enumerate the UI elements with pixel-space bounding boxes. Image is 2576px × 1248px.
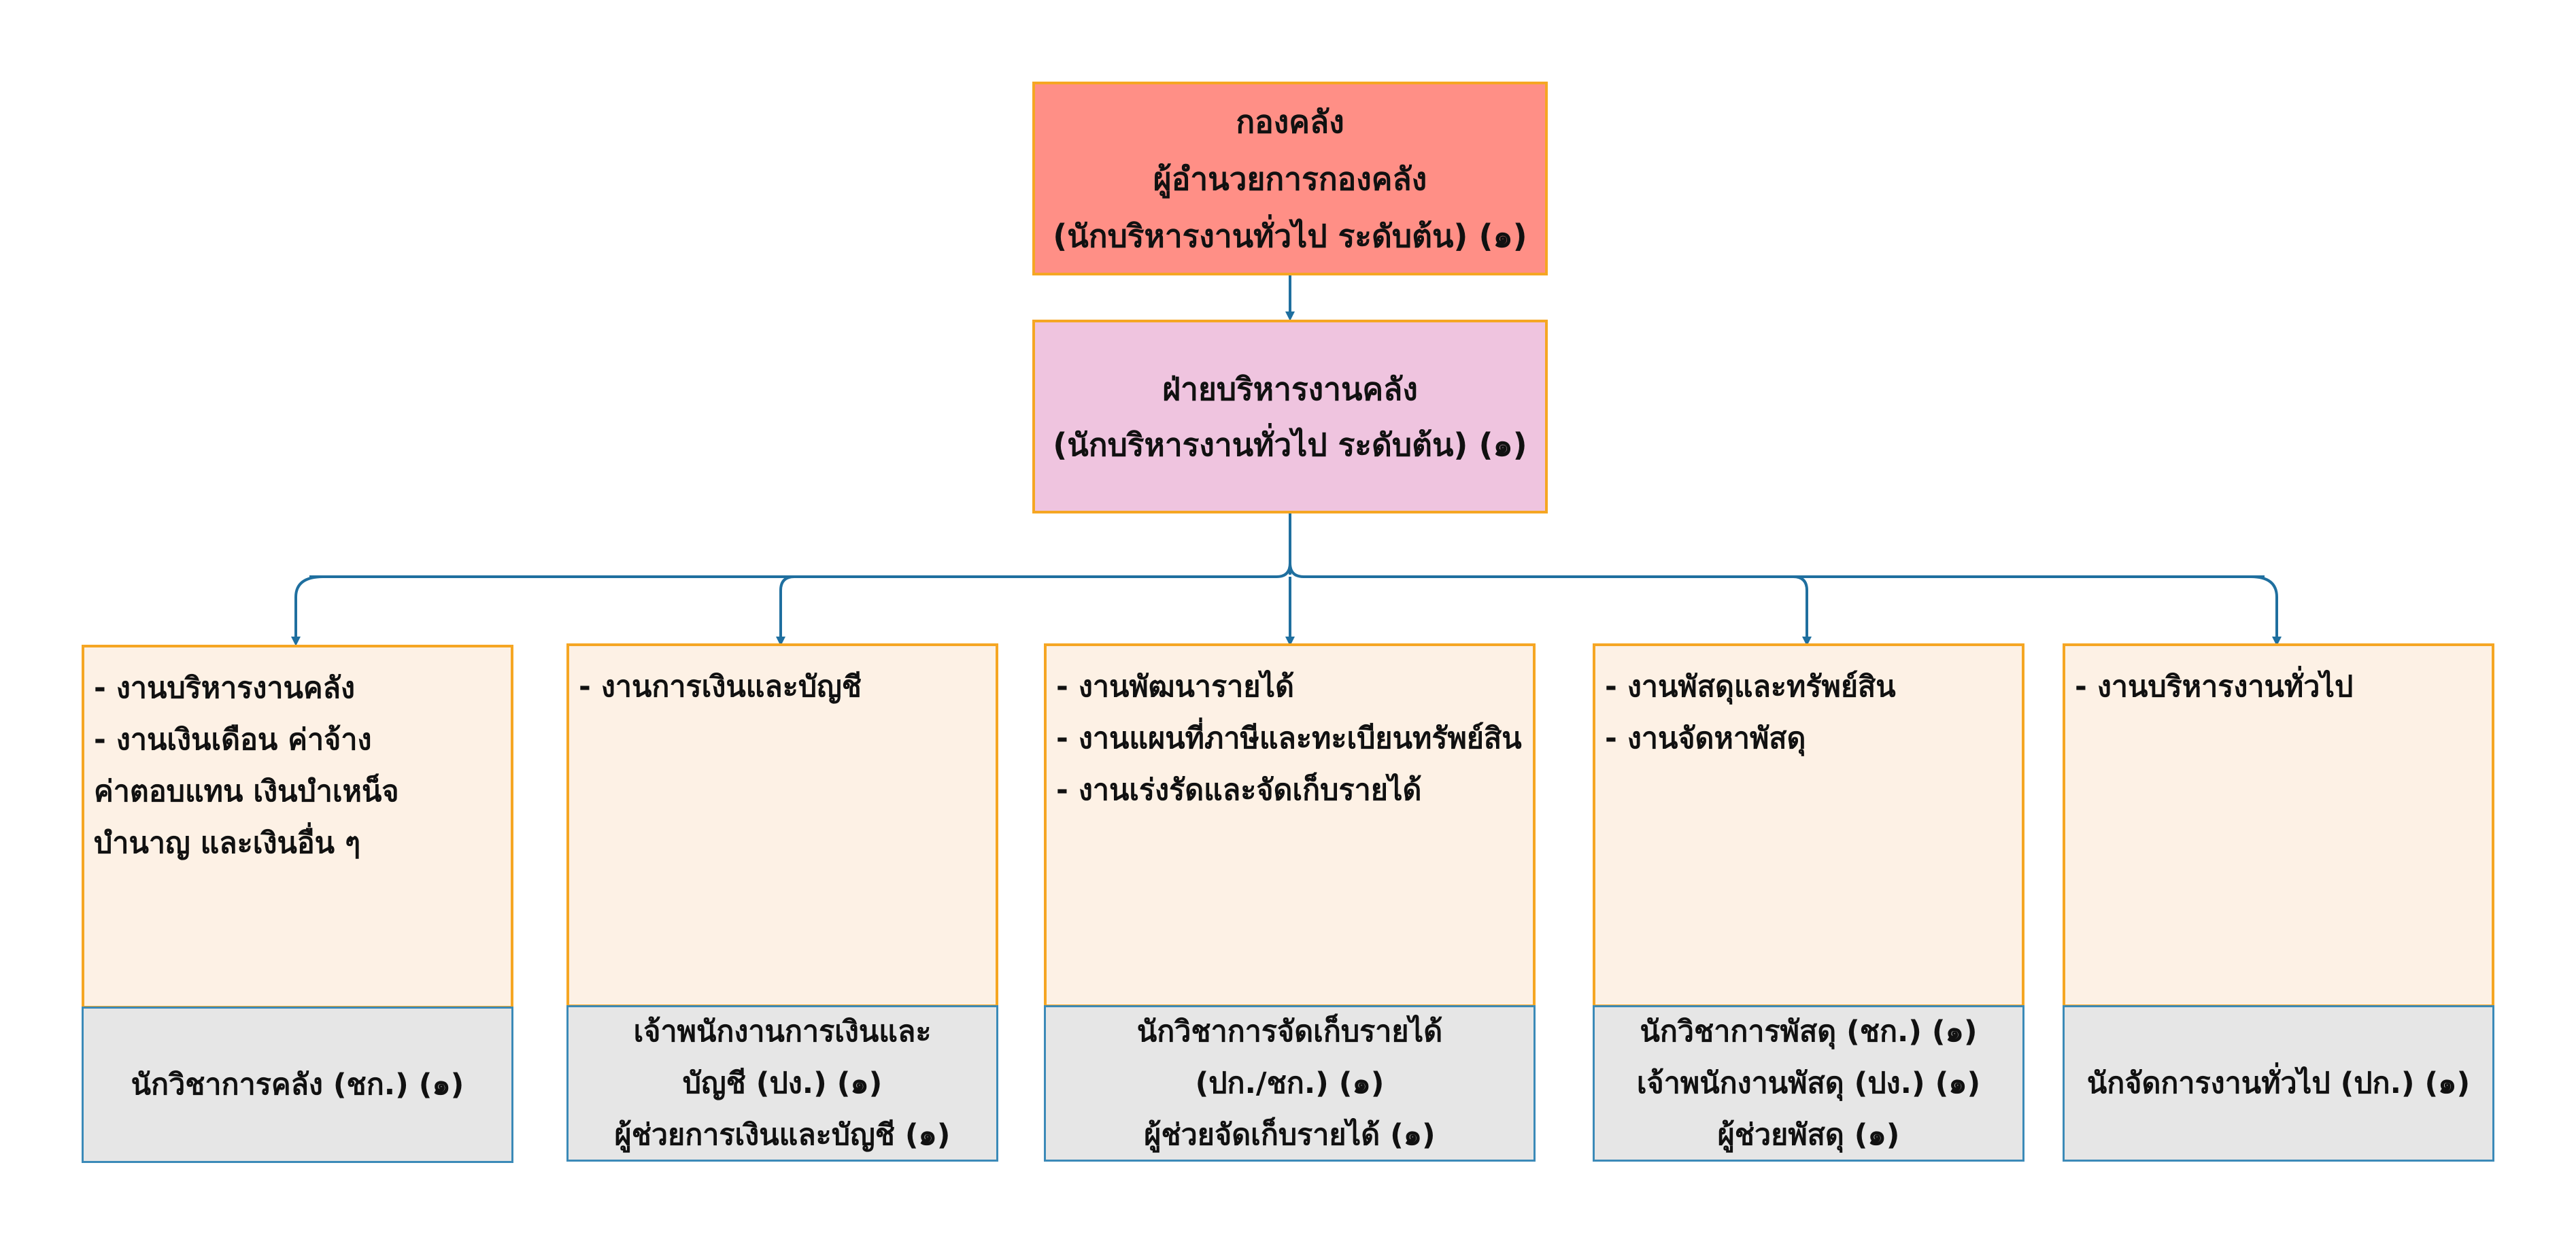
department-box-1: - งานบริหารงานคลัง - งานเงินเดือน ค่าจ้า… bbox=[82, 645, 513, 1009]
department-box-2: - งานการเงินและบัญชี bbox=[566, 643, 998, 1007]
connector-branch-1 bbox=[291, 575, 324, 646]
department-box-4: - งานพัสดุและทรัพย์สิน - งานจัดหาพัสดุ bbox=[1593, 643, 2024, 1007]
staff-box-1: นักวิชาการคลัง (ชก.) (๑) bbox=[82, 1007, 513, 1163]
duty-line: - งานจัดหาพัสดุ bbox=[1605, 722, 1806, 756]
duty-line: ค่าตอบแทน เงินบำเหน็จ bbox=[94, 775, 399, 809]
finance-admin-section-box: ฝ่ายบริหารงานคลัง (นักบริหารงานทั่วไป ระ… bbox=[1032, 320, 1548, 513]
department-box-3: - งานพัฒนารายได้ - งานแผนที่ภาษีและทะเบี… bbox=[1044, 643, 1536, 1007]
staff-line: นักจัดการงานทั่วไป (ปก.) (๑) bbox=[2086, 1066, 2471, 1100]
staff-line: นักวิชาการคลัง (ชก.) (๑) bbox=[131, 1068, 464, 1102]
duty-line: - งานเร่งรัดและจัดเก็บรายได้ bbox=[1056, 773, 1422, 807]
duty-line: - งานแผนที่ภาษีและทะเบียนทรัพย์สิน bbox=[1056, 722, 1522, 756]
duty-line: - งานเงินเดือน ค่าจ้าง bbox=[94, 723, 372, 757]
duty-line: - งานบริหารงานทั่วไป bbox=[2075, 670, 2354, 704]
department-box-5: - งานบริหารงานทั่วไป bbox=[2063, 643, 2494, 1007]
duty-line: - งานพัสดุและทรัพย์สิน bbox=[1605, 670, 1896, 704]
second-line-2: (นักบริหารงานทั่วไป ระดับต้น) (๑) bbox=[1053, 426, 1527, 463]
connector-bus bbox=[309, 562, 2265, 578]
staff-line: นักวิชาการจัดเก็บรายได้ bbox=[1136, 1015, 1443, 1049]
staff-line: ผู้ช่วยพัสดุ (๑) bbox=[1717, 1118, 1900, 1152]
connector-branch-5 bbox=[2250, 575, 2282, 646]
staff-line: เจ้าพนักงานการเงินและ bbox=[633, 1015, 932, 1049]
second-line-1: ฝ่ายบริหารงานคลัง bbox=[1162, 370, 1418, 407]
staff-box-2: เจ้าพนักงานการเงินและ บัญชี (ปง.) (๑) ผู… bbox=[566, 1005, 998, 1162]
connector-branch-2 bbox=[776, 575, 795, 646]
duty-line: - งานบริหารงานคลัง bbox=[94, 671, 355, 705]
connector-branch-4 bbox=[1793, 575, 1812, 646]
top-line-3: (นักบริหารงานทั่วไป ระดับต้น) (๑) bbox=[1053, 217, 1527, 254]
staff-box-4: นักวิชาการพัสดุ (ชก.) (๑) เจ้าพนักงานพัส… bbox=[1593, 1005, 2024, 1162]
staff-line: เจ้าพนักงานพัสดุ (ปง.) (๑) bbox=[1636, 1066, 1981, 1100]
top-line-1: กองคลัง bbox=[1236, 103, 1344, 140]
staff-box-3: นักวิชาการจัดเก็บรายได้ (ปก./ชก.) (๑) ผู… bbox=[1044, 1005, 1536, 1162]
staff-line: ผู้ช่วยจัดเก็บรายได้ (๑) bbox=[1144, 1118, 1436, 1152]
top-line-2: ผู้อำนวยการกองคลัง bbox=[1153, 160, 1427, 197]
staff-line: บัญชี (ปง.) (๑) bbox=[682, 1066, 883, 1100]
staff-line: ผู้ช่วยการเงินและบัญชี (๑) bbox=[614, 1118, 951, 1152]
staff-line: นักวิชาการพัสดุ (ชก.) (๑) bbox=[1640, 1015, 1978, 1049]
duty-line: - งานพัฒนารายได้ bbox=[1056, 670, 1295, 704]
duty-line: บำนาญ และเงินอื่น ๆ bbox=[94, 826, 361, 860]
finance-division-head-box: กองคลัง ผู้อำนวยการกองคลัง (นักบริหารงาน… bbox=[1032, 82, 1548, 275]
staff-box-5: นักจัดการงานทั่วไป (ปก.) (๑) bbox=[2063, 1005, 2494, 1162]
duty-line: - งานการเงินและบัญชี bbox=[579, 670, 862, 704]
staff-line: (ปก./ชก.) (๑) bbox=[1195, 1066, 1385, 1100]
